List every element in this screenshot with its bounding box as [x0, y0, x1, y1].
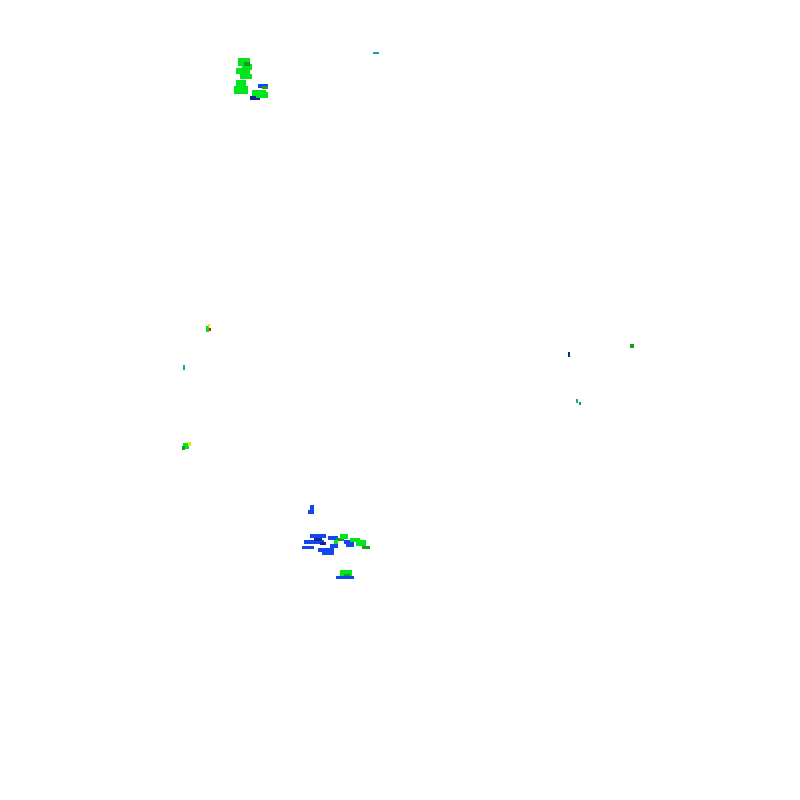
precip-echo-light: [206, 326, 209, 332]
precip-echo-blue: [328, 536, 338, 540]
precip-echo-dark_blue: [250, 96, 260, 100]
precip-echo-cyan: [576, 399, 578, 403]
precip-echo-light: [340, 534, 348, 539]
precip-echo-moderate: [244, 62, 250, 66]
precip-echo-yellow: [188, 442, 191, 446]
precip-echo-blue: [344, 540, 354, 544]
precip-echo-blue: [310, 534, 326, 538]
precip-echo-moderate: [630, 344, 634, 348]
precip-echo-blue: [310, 505, 314, 511]
precip-echo-light: [236, 80, 246, 86]
precip-echo-moderate: [362, 546, 370, 549]
precip-echo-light: [240, 74, 252, 79]
precip-echo-blue: [346, 544, 354, 547]
precip-echo-moderate: [336, 538, 344, 541]
precip-echo-blue: [336, 576, 354, 579]
precip-echo-light: [183, 443, 189, 449]
precip-echo-moderate: [262, 86, 268, 89]
precip-echo-cyan: [183, 365, 185, 370]
precip-echo-moderate: [344, 574, 350, 577]
precip-echo-blue: [330, 544, 338, 548]
precip-echo-blue: [308, 510, 314, 514]
precip-echo-blue: [322, 552, 334, 555]
precip-echo-light: [340, 570, 352, 576]
precip-echo-light: [356, 540, 366, 546]
precip-echo-cyan: [373, 52, 379, 54]
precip-echo-dark_blue: [314, 538, 322, 541]
precip-echo-light: [234, 86, 248, 94]
precip-echo-dark_blue: [320, 542, 326, 545]
precip-echo-light: [350, 538, 360, 542]
precip-echo-yellow: [208, 324, 210, 327]
precip-echo-blue: [304, 540, 324, 544]
precipitation-echo-layer: [182, 52, 634, 579]
precip-echo-light: [242, 64, 252, 70]
precip-echo-light: [334, 540, 338, 544]
precip-echo-light: [236, 68, 250, 74]
precip-echo-red: [209, 328, 211, 331]
precip-echo-light: [256, 92, 268, 98]
precip-echo-dark_blue: [568, 352, 570, 357]
precip-echo-moderate: [182, 446, 185, 450]
precip-echo-blue: [318, 548, 334, 552]
precip-echo-blue: [302, 546, 314, 549]
precip-echo-moderate: [579, 402, 581, 405]
